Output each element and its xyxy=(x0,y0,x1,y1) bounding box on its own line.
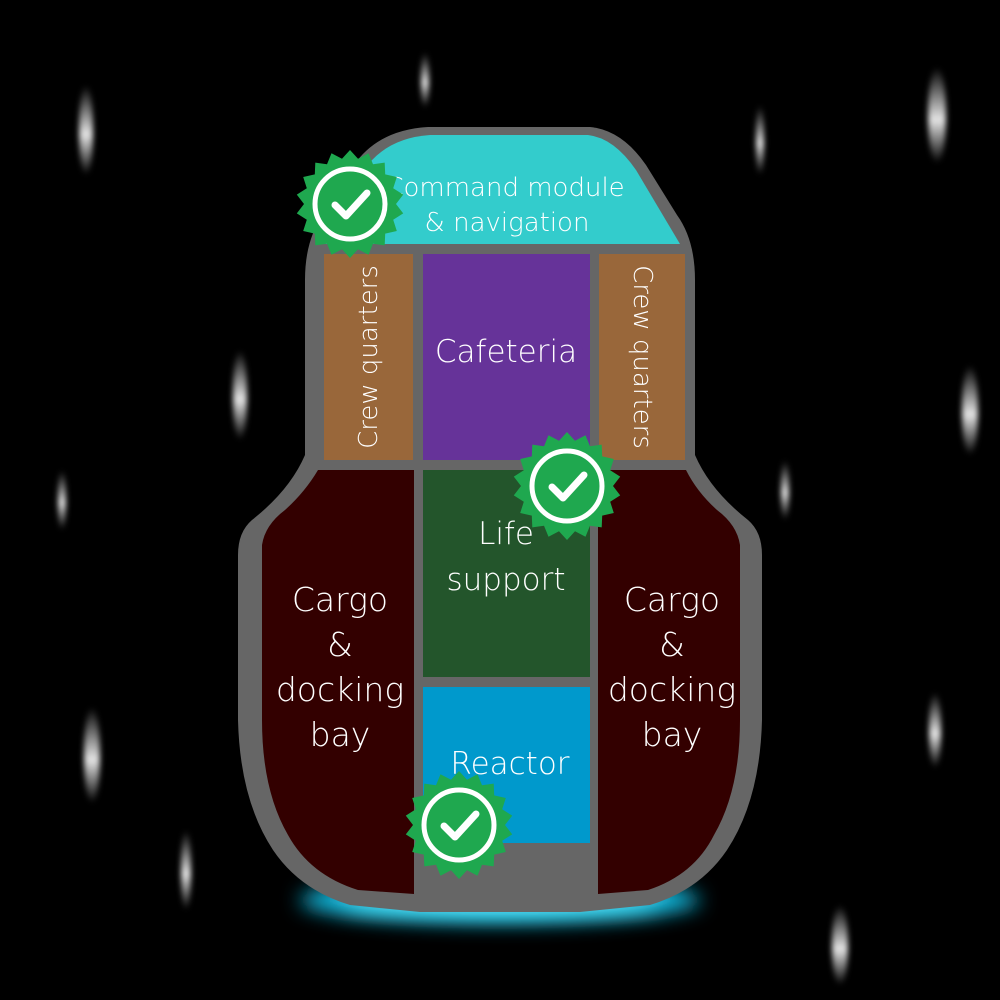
room-crew-quarters-left[interactable]: Crew quarters xyxy=(324,254,413,460)
room-label: Cafeteria xyxy=(435,334,577,370)
room-command-module[interactable]: Command module & navigation xyxy=(320,135,680,244)
room-label: Command module xyxy=(385,173,624,203)
check-badge-icon xyxy=(405,771,513,879)
check-badge-icon xyxy=(513,432,621,540)
star-streak xyxy=(233,350,247,440)
badge-ring xyxy=(421,787,497,863)
room-label: Reactor xyxy=(450,746,569,782)
checkmark-icon xyxy=(331,189,371,220)
star-streak xyxy=(421,52,429,108)
checkmark-icon xyxy=(548,471,588,502)
star-streak xyxy=(929,692,941,768)
star-streak xyxy=(756,105,764,175)
room-label: Life xyxy=(478,516,534,552)
room-label: Cargo xyxy=(624,580,720,619)
check-badge-icon xyxy=(296,150,404,258)
room-cafeteria[interactable]: Cafeteria xyxy=(423,254,590,460)
star-streak xyxy=(832,905,848,985)
star-streak xyxy=(928,67,946,163)
star-streak xyxy=(58,470,66,530)
room-label: bay xyxy=(642,715,703,754)
star-streak xyxy=(79,85,93,175)
room-label: bay xyxy=(310,715,371,754)
room-cargo-bay-right[interactable]: Cargo & docking bay xyxy=(598,470,740,894)
completion-badges xyxy=(296,150,621,879)
badge-seal xyxy=(296,150,404,258)
room-label: Crew quarters xyxy=(354,265,384,449)
room-label: & xyxy=(659,625,685,664)
badge-ring xyxy=(529,448,605,524)
star-streak xyxy=(962,365,978,455)
room-label: support xyxy=(446,562,565,598)
room-label: & xyxy=(327,625,353,664)
star-streak xyxy=(181,830,191,910)
room-cargo-bay-left[interactable]: Cargo & docking bay xyxy=(262,470,414,894)
room-label: & navigation xyxy=(425,208,590,238)
room-label: docking xyxy=(608,670,736,709)
badge-ring xyxy=(312,166,388,242)
star-streak xyxy=(84,707,100,803)
badge-seal xyxy=(405,771,513,879)
checkmark-icon xyxy=(440,810,480,841)
badge-seal xyxy=(513,432,621,540)
star-streak xyxy=(781,460,789,520)
room-label: docking xyxy=(276,670,404,709)
star-streaks xyxy=(58,52,978,985)
room-crew-quarters-right[interactable]: Crew quarters xyxy=(599,254,685,460)
room-label: Cargo xyxy=(292,580,388,619)
room-label: Crew quarters xyxy=(627,265,657,449)
